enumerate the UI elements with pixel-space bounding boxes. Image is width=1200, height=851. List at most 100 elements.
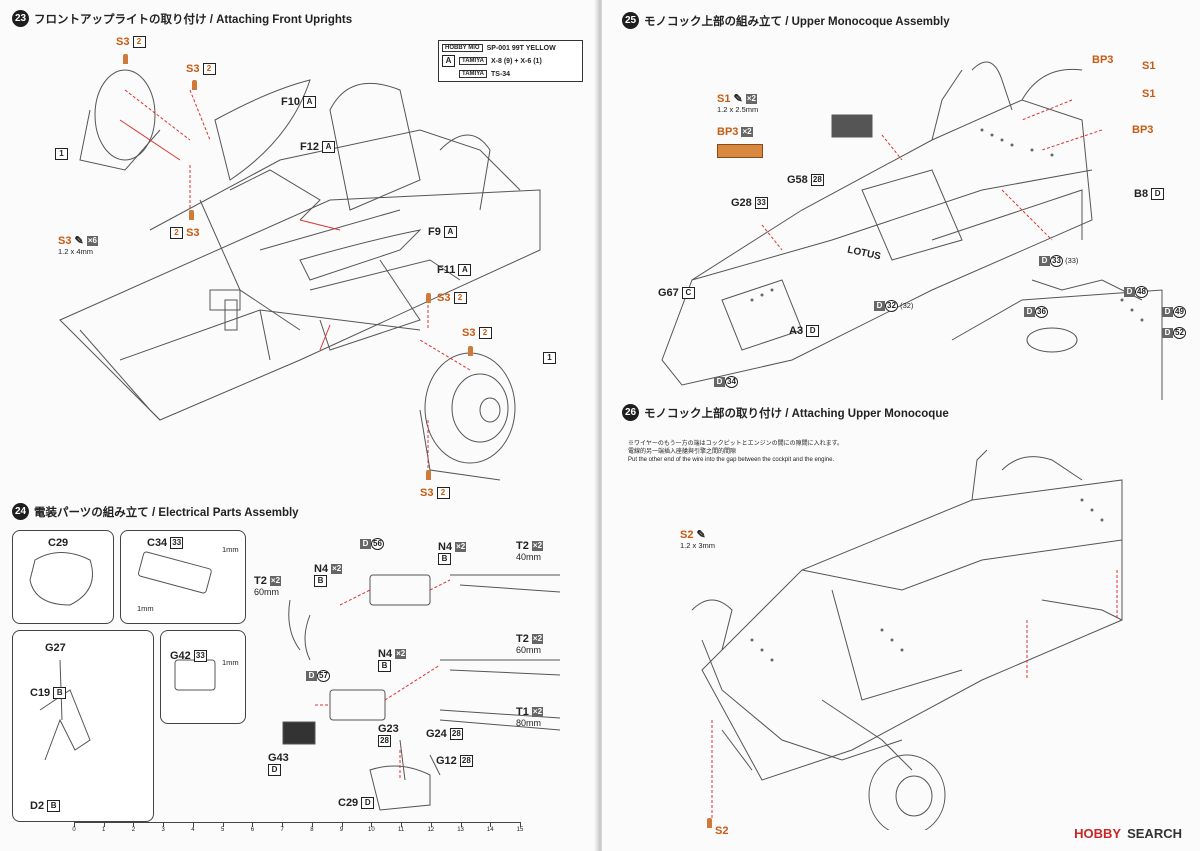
part-id: F12 bbox=[300, 141, 319, 153]
qty-box: 2 bbox=[453, 292, 467, 305]
ruler-number: 2 bbox=[131, 827, 136, 833]
g42-panel bbox=[160, 630, 246, 724]
bracket-plate-icon bbox=[717, 144, 763, 158]
part-id: C34 bbox=[147, 537, 168, 549]
decal-number: 52 bbox=[1173, 327, 1186, 339]
part-label: G58 28 bbox=[787, 174, 824, 187]
screw-size: 1.2 x 2.5mm bbox=[717, 105, 759, 114]
part-id: B8 bbox=[1134, 188, 1149, 200]
legend-marker: A bbox=[442, 55, 455, 67]
length: 60mm bbox=[516, 645, 542, 655]
paint-box: D bbox=[874, 301, 885, 311]
part-id: BP3 bbox=[717, 126, 739, 138]
ruler-number: 14 bbox=[486, 827, 494, 833]
ruler-tick bbox=[222, 822, 224, 827]
qty-box: 2 bbox=[436, 487, 450, 500]
screw-spec: S3 ✎ ×6 1.2 x 4mm bbox=[58, 234, 98, 256]
ruler-number: 7 bbox=[280, 827, 284, 833]
paint-box: D bbox=[714, 377, 725, 387]
part-id: G28 bbox=[731, 197, 752, 209]
part-id: S3 bbox=[116, 36, 130, 48]
part-id: T1 bbox=[516, 706, 529, 718]
screwdriver-icon: ✎ bbox=[74, 235, 84, 247]
ruler-tick bbox=[430, 822, 432, 827]
part-label: G42 33 bbox=[170, 650, 207, 663]
ruler-tick bbox=[192, 822, 194, 827]
qty-box: 2 bbox=[170, 227, 183, 240]
qty-box: ×2 bbox=[331, 564, 343, 575]
qty-box: ×2 bbox=[745, 94, 757, 105]
qty-box: ×6 bbox=[86, 236, 98, 247]
step-number: 23 bbox=[12, 10, 29, 27]
ref-box: 1 bbox=[543, 352, 556, 365]
legend-row: HOBBY MIO SP-001 99T YELLOW bbox=[442, 42, 579, 54]
paint-box: D bbox=[360, 539, 371, 550]
ref-number: 1 bbox=[543, 352, 556, 365]
paint-box: D bbox=[1151, 188, 1165, 201]
decal-ref-text: (32) bbox=[900, 300, 914, 310]
paint-box: B bbox=[53, 687, 67, 700]
paint-box: D bbox=[806, 325, 820, 338]
left-page: 23 フロントアップライトの取り付け / Attaching Front Upr… bbox=[0, 0, 598, 851]
length: 60mm bbox=[254, 587, 280, 597]
sprue-box: B bbox=[438, 553, 451, 566]
ruler-number: 0 bbox=[72, 827, 76, 833]
part-label: C29 D bbox=[338, 797, 375, 810]
c29-panel bbox=[12, 530, 114, 624]
part-id: T2 bbox=[516, 540, 529, 552]
ruler-number: 3 bbox=[161, 827, 165, 833]
paint-box: A bbox=[303, 96, 317, 109]
legend-value: TS-34 bbox=[491, 70, 511, 78]
part-label: S1 bbox=[1142, 88, 1155, 100]
part-label: S3 2 bbox=[116, 36, 146, 49]
part-id: G24 bbox=[426, 728, 447, 740]
ref-number: 1 bbox=[55, 148, 68, 161]
decal-number: 33 bbox=[1050, 255, 1063, 267]
ruler-number: 9 bbox=[339, 827, 344, 833]
part-id: G42 bbox=[170, 650, 191, 662]
qty-box: ×2 bbox=[741, 127, 753, 138]
part-id: G23 bbox=[378, 723, 399, 735]
paint-box: 28 bbox=[378, 735, 391, 748]
part-id: BP3 bbox=[1132, 124, 1154, 136]
qty-box: 2 bbox=[202, 63, 216, 76]
decal-number: 48 bbox=[1135, 286, 1148, 298]
screwdriver-icon: ✎ bbox=[696, 529, 706, 541]
paint-box: 33 bbox=[193, 650, 207, 663]
paint-box: 28 bbox=[459, 755, 473, 768]
ruler-tick bbox=[311, 822, 313, 827]
screw-icon bbox=[426, 293, 431, 303]
decal-number: 49 bbox=[1173, 306, 1186, 318]
size-note: 1mm bbox=[222, 658, 239, 667]
right-page: 25 モノコック上部の組み立て / Upper Monocoque Assemb… bbox=[602, 0, 1200, 851]
part-id: G67 bbox=[658, 287, 679, 299]
part-id: A3 bbox=[789, 325, 804, 337]
ruler-tick bbox=[371, 822, 373, 827]
decal-number: 32 bbox=[885, 300, 898, 312]
part-label: B8 D bbox=[1134, 188, 1165, 201]
ruler-number: 5 bbox=[220, 827, 225, 833]
paint-box: D bbox=[1124, 287, 1135, 297]
screw-icon bbox=[192, 80, 197, 90]
qty-box: ×2 bbox=[531, 707, 544, 718]
qty-box: ×2 bbox=[455, 542, 467, 553]
ruler-number: 1 bbox=[102, 827, 106, 833]
ruler-number: 13 bbox=[457, 827, 464, 833]
ruler-tick bbox=[103, 822, 105, 827]
step-25-header: 25 モノコック上部の組み立て / Upper Monocoque Assemb… bbox=[622, 12, 950, 29]
part-label: G24 28 bbox=[426, 728, 463, 741]
ruler-tick bbox=[282, 822, 284, 827]
ruler-tick bbox=[460, 822, 462, 827]
part-id: S3 bbox=[462, 327, 476, 339]
step-23-header: 23 フロントアップライトの取り付け / Attaching Front Upr… bbox=[12, 10, 352, 27]
part-id: N4 bbox=[438, 541, 453, 553]
part-id: N4 bbox=[378, 648, 393, 660]
